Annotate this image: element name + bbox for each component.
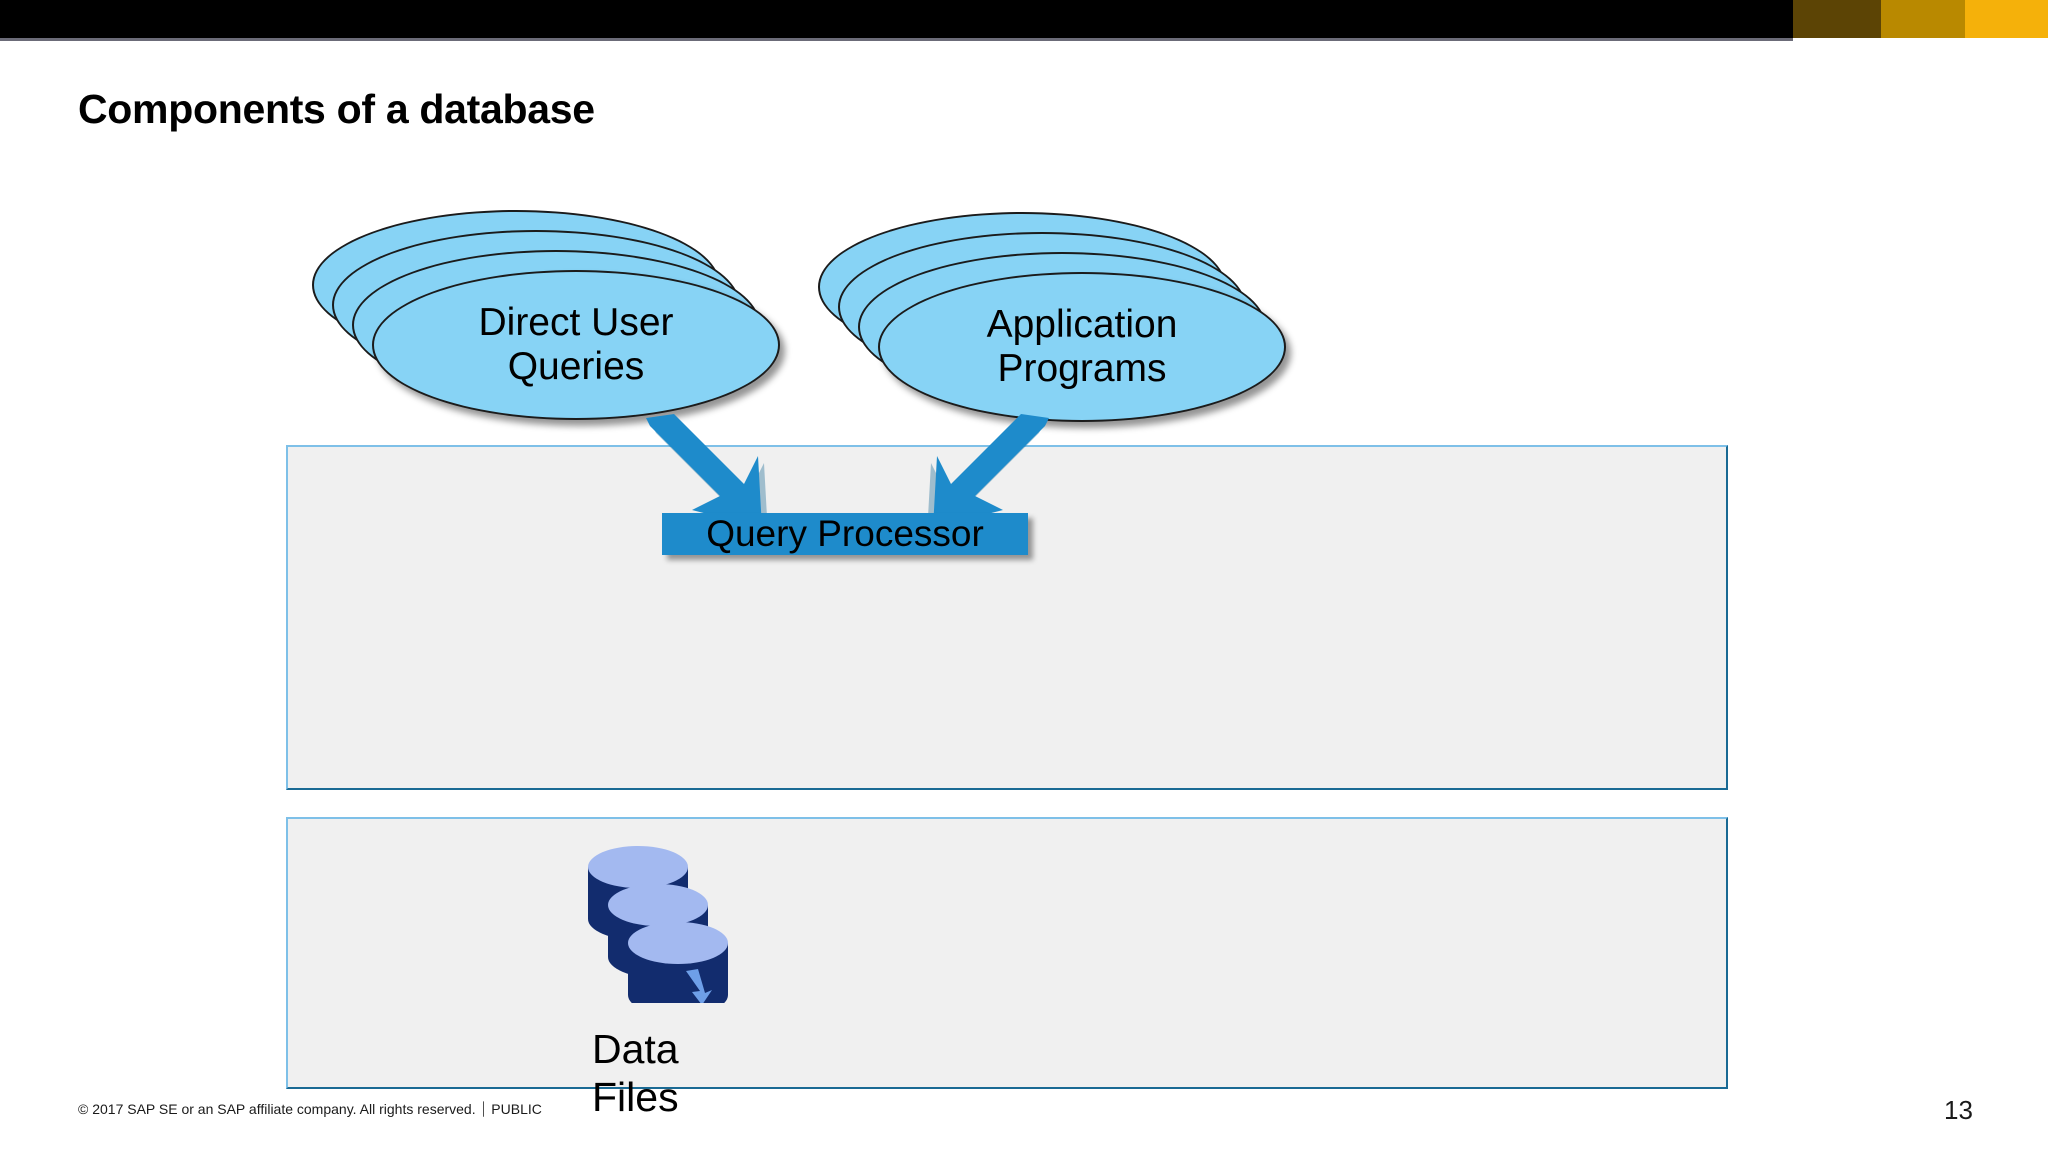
panel-data-storage — [286, 817, 1728, 1089]
top-bar-underline — [0, 38, 1793, 41]
cloud-ellipse-front — [878, 272, 1286, 422]
top-accent-bar — [0, 0, 2048, 38]
footer-copyright: © 2017 SAP SE or an SAP affiliate compan… — [78, 1101, 542, 1117]
query-processor-label: Query Processor — [706, 513, 984, 554]
panel-query-processing — [286, 445, 1728, 790]
data-files-label: Data Files — [592, 1025, 822, 1122]
database-cylinder-front — [628, 922, 728, 1003]
data-files-line-1: Data — [592, 1026, 679, 1072]
footer-page-number: 13 — [1944, 1095, 1973, 1125]
accent-segment-light — [1965, 0, 2048, 38]
arrow-down-right-icon — [646, 414, 768, 535]
query-processor-box[interactable]: Query Processor — [662, 513, 1028, 555]
cloud-ellipse-front — [372, 270, 780, 420]
cloud-stack-direct-user-queries[interactable]: Direct User Queries — [312, 210, 792, 430]
arrow-down-left-icon — [927, 414, 1049, 535]
data-files-line-2: Files — [592, 1074, 679, 1121]
accent-segment-mid — [1881, 0, 1965, 38]
cloud-stack-application-programs[interactable]: Application Programs — [818, 212, 1298, 432]
page-title: Components of a database — [78, 86, 595, 132]
database-stack-icon — [588, 846, 728, 1003]
database-arrow-icon — [686, 969, 712, 1003]
accent-segment-dark — [1793, 0, 1881, 38]
